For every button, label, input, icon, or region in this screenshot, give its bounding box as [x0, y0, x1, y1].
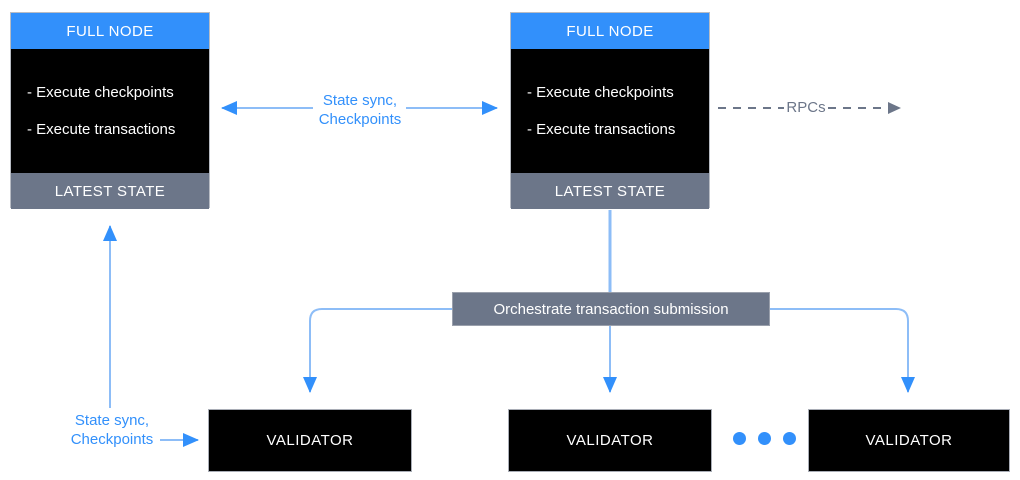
validator-1-label: VALIDATOR — [266, 432, 354, 449]
full-node-1-title: FULL NODE — [66, 22, 154, 40]
validator-3: VALIDATOR — [808, 409, 1010, 472]
full-node-1-footer: LATEST STATE — [11, 173, 209, 209]
full-node-1-bullet-2: - Execute transactions — [27, 121, 176, 138]
state-sync-top-label: State sync, Checkpoints — [318, 92, 402, 128]
full-node-2-latest-state-label: LATEST STATE — [554, 182, 666, 200]
validator-2: VALIDATOR — [508, 409, 712, 472]
full-node-2-bullet-2: - Execute transactions — [527, 121, 676, 138]
full-node-2-body: - Execute checkpoints - Execute transact… — [511, 49, 709, 173]
orchestrate-label: Orchestrate transaction submission — [493, 300, 729, 318]
ellipsis-dot-3 — [783, 432, 796, 445]
orchestrate-bar: Orchestrate transaction submission — [452, 292, 770, 326]
orchestrate-to-validator-3 — [770, 308, 915, 393]
full-node-1-latest-state-label: LATEST STATE — [54, 182, 166, 200]
ellipsis-dots — [733, 432, 796, 445]
full-node-2-footer: LATEST STATE — [511, 173, 709, 209]
validator-2-label: VALIDATOR — [566, 432, 654, 449]
full-node-2: FULL NODE - Execute checkpoints - Execut… — [510, 12, 710, 209]
full-node-1-bullet-1: - Execute checkpoints — [27, 84, 174, 101]
validator-1: VALIDATOR — [208, 409, 412, 472]
state-sync-bottom-label: State sync, Checkpoints — [70, 412, 154, 448]
full-node-2-header: FULL NODE — [511, 13, 709, 49]
full-node-1-body: - Execute checkpoints - Execute transact… — [11, 49, 209, 173]
full-node-1-header: FULL NODE — [11, 13, 209, 49]
ellipsis-dot-1 — [733, 432, 746, 445]
full-node-2-title: FULL NODE — [566, 22, 654, 40]
validator-3-label: VALIDATOR — [865, 432, 953, 449]
full-node-1: FULL NODE - Execute checkpoints - Execut… — [10, 12, 210, 209]
orchestrate-to-validator-1 — [303, 308, 452, 393]
full-node-2-bullet-1: - Execute checkpoints — [527, 84, 674, 101]
rpcs-label: RPCs — [786, 99, 826, 116]
ellipsis-dot-2 — [758, 432, 771, 445]
